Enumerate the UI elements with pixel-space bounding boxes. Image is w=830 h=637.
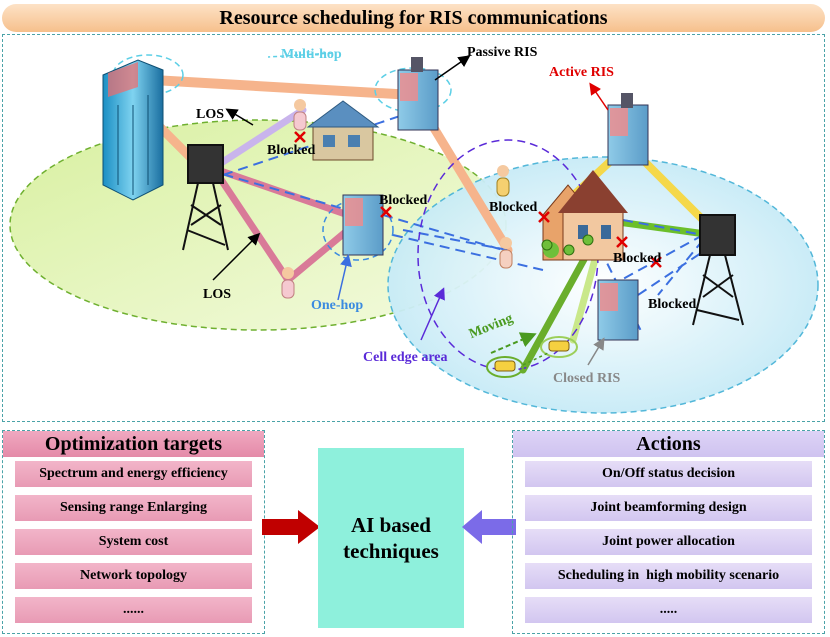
blocked-label-1: Blocked [267,143,316,158]
action-item: Scheduling in high mobility scenario [525,563,812,589]
right-tower-icon [692,214,744,326]
left-arrow-icon [262,510,320,544]
optimization-item: Network topology [15,563,252,589]
passive-ris-label: Passive RIS [467,45,538,60]
villa-icon [542,170,628,261]
left-tower-icon [182,144,229,251]
optimization-item: Spectrum and energy efficiency [15,461,252,487]
cell-edge-pointer [420,287,445,341]
los-top-label: LOS [196,107,225,122]
passive-ris-pointer [434,55,471,81]
actions-header: Actions [513,431,824,457]
actions-title: Actions [636,432,701,455]
title-banner: Resource scheduling for RIS communicatio… [2,4,825,32]
moving-path [522,352,549,366]
action-item: On/Off status decision [525,461,812,487]
multi-hop-pointer [267,52,334,58]
optimization-header: Optimization targets [3,431,264,457]
los-bottom-label: LOS [203,287,232,302]
passive-ris-building-icon [397,57,439,131]
blocked-x-icons [294,131,662,268]
house-icon [306,100,380,161]
one-hop-label: One-hop [311,298,364,313]
tall-building-icon [102,59,164,201]
action-item: Joint beamforming design [525,495,812,521]
ai-techniques-box: AI based techniques [318,448,464,628]
optimization-panel: Optimization targets Spectrum and energy… [2,430,265,634]
ai-line-2: techniques [343,539,439,563]
scene-panel: Multi-hop Passive RIS Active RIS LOS LOS… [2,34,825,422]
check-icons [541,234,594,256]
active-ris-building-icon [607,93,649,166]
actions-panel: Actions On/Off status decision Joint bea… [512,430,825,634]
one-hop-pointer [337,254,352,301]
optimization-item: Sensing range Enlarging [15,495,252,521]
action-item: ..... [525,597,812,623]
los-top-pointer [225,108,254,126]
one-hop-ris-building-icon [342,194,384,256]
cell-edge-label: Cell edge area [363,350,448,365]
optimization-item: System cost [15,529,252,555]
closed-ris-label: Closed RIS [553,371,621,386]
blocked-label-2: Blocked [379,193,428,208]
blocked-label-5: Blocked [648,297,697,312]
user-icon-2 [281,267,295,299]
closed-ris-pointer [587,337,605,366]
multi-hop-label: Multi-hop [281,47,342,62]
closed-ris-building-icon [597,279,639,341]
optimization-title: Optimization targets [44,432,223,455]
ai-line-1: AI based [351,513,431,537]
car-icon-1 [486,356,524,378]
active-ris-label: Active RIS [549,65,614,80]
user-icon-4 [499,237,513,269]
blocked-label-4: Blocked [613,251,662,266]
right-arrow-icon [462,510,516,544]
active-ris-pointer [589,82,609,111]
los-bottom-pointer [212,232,261,281]
page-title: Resource scheduling for RIS communicatio… [219,6,608,29]
user-icon-3 [496,165,510,197]
car-icon-2 [540,336,578,358]
action-item: Joint power allocation [525,529,812,555]
user-icon-1 [293,99,307,131]
scene-diagram [9,52,819,414]
optimization-item: ...... [15,597,252,623]
blocked-label-3: Blocked [489,200,538,215]
